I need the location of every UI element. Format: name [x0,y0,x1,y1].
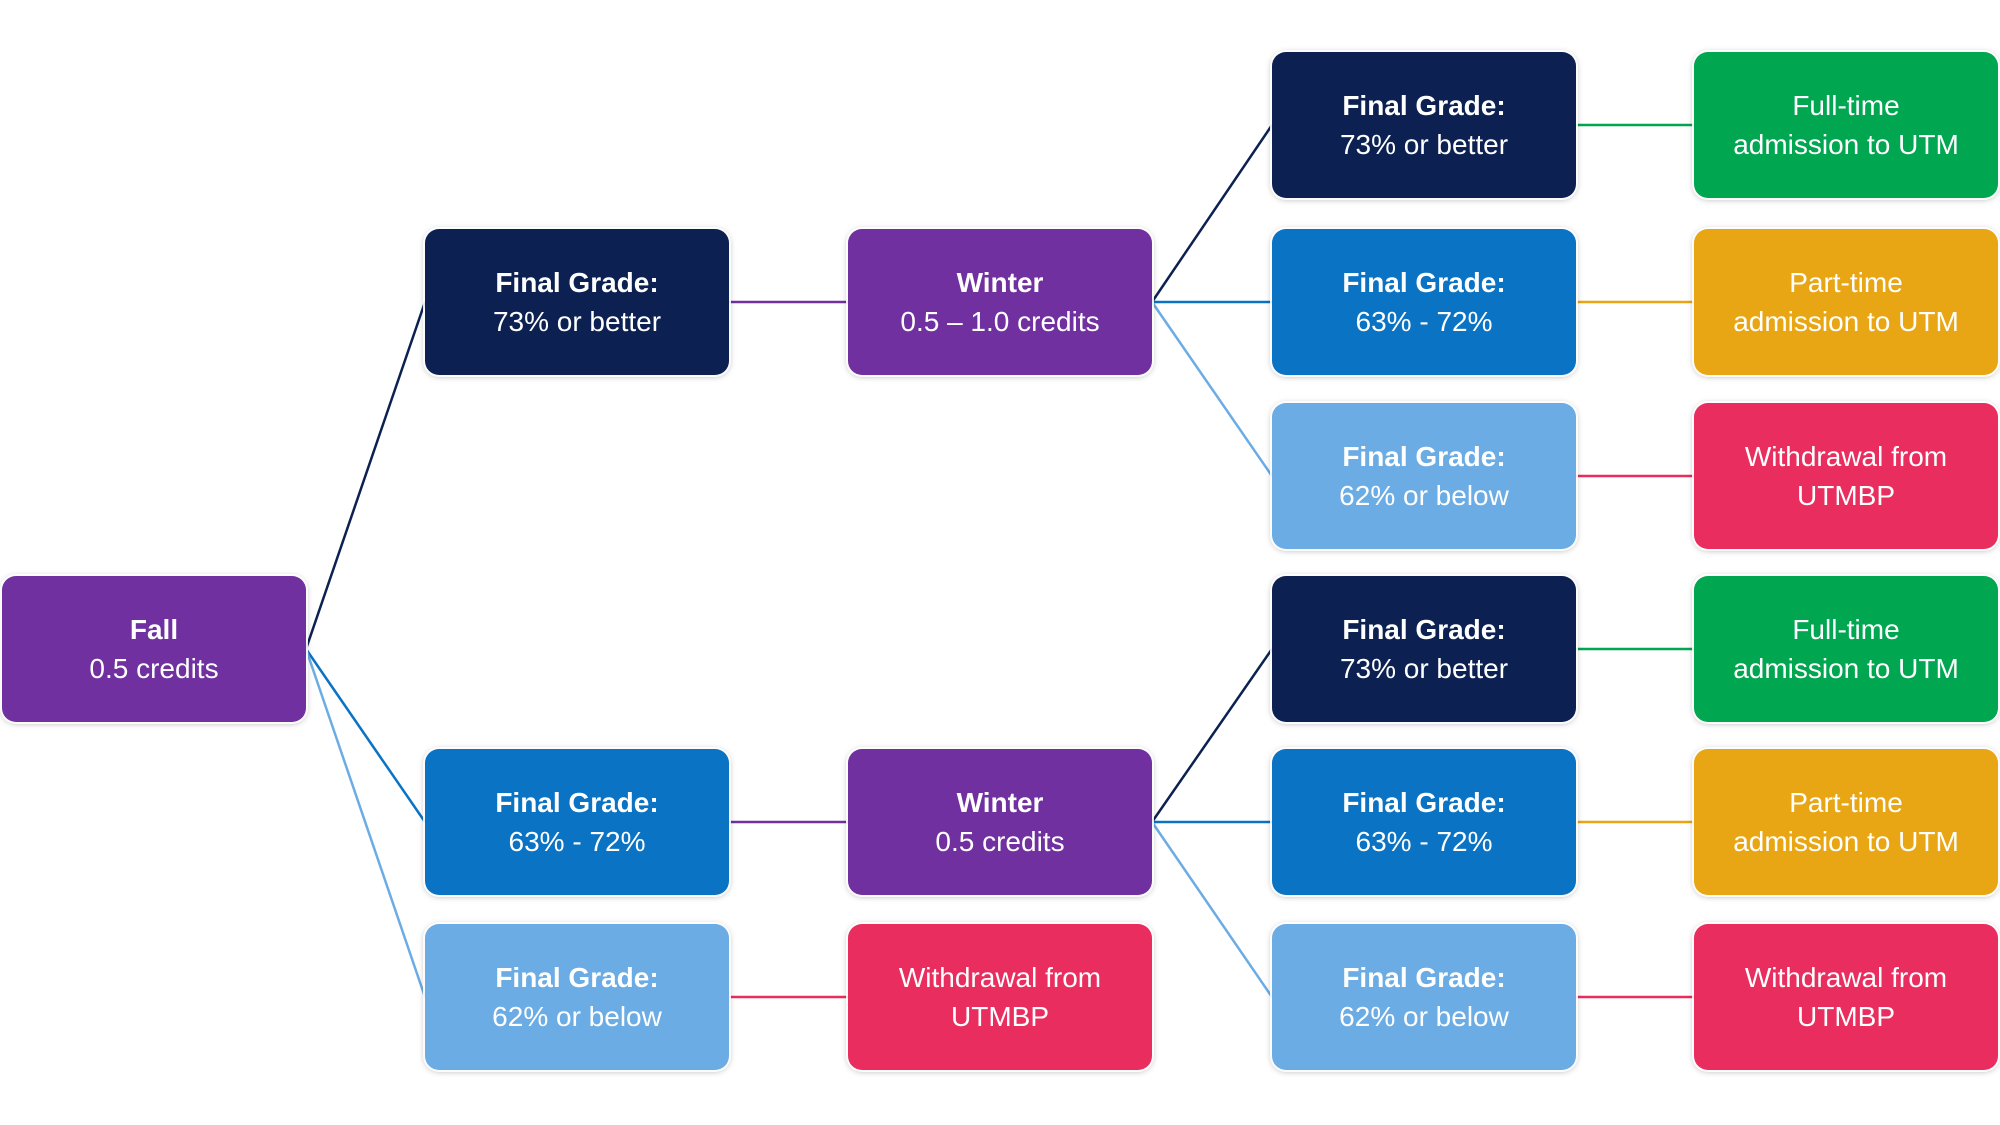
node-label: Winter [956,267,1044,298]
node-fall-grade-73: Final Grade: 73% or better [425,229,729,375]
node-fall-title: Fall [129,614,179,645]
node-winter-half-grade-63: Final Grade: 63% - 72% [1272,749,1576,895]
node-value: UTMBP [1797,1001,1895,1032]
edge-fall-to-grade73 [304,301,427,650]
edge-fall-to-grade63 [304,648,427,823]
node-winter-half-grade-62: Final Grade: 62% or below [1272,924,1576,1070]
node-label: Final Grade: [1342,267,1506,298]
node-label: Final Grade: [495,267,659,298]
node-value: 73% or better [1339,653,1509,684]
node-label: Final Grade: [1342,614,1506,645]
node-winter-full: Winter 0.5 – 1.0 credits [848,229,1152,375]
node-value: 63% - 72% [1355,306,1493,337]
node-label: Part-time [1789,267,1903,298]
node-label: Final Grade: [1342,90,1506,121]
node-value: 63% - 72% [508,826,646,857]
edge-winterhalf-to-grade73 [1150,648,1274,823]
edge-winterhalf-to-grade62 [1150,821,1274,998]
node-fall-grade-63: Final Grade: 63% - 72% [425,749,729,895]
node-label: Full-time [1792,90,1900,121]
node-value: admission to UTM [1733,826,1959,857]
edge-winterfull-to-grade73 [1150,124,1274,303]
edge-fall-to-grade62 [304,648,427,998]
node-value: 62% or below [492,1001,662,1032]
node-fall: Fall 0.5 credits [2,576,306,722]
node-winter-full-grade-73: Final Grade: 73% or better [1272,52,1576,198]
node-value: 63% - 72% [1355,826,1493,857]
node-label: Final Grade: [495,962,659,993]
node-label: Full-time [1792,614,1900,645]
node-fall-grade-62: Final Grade: 62% or below [425,924,729,1070]
node-fulltime-admission-mid: Full-time admission to UTM [1694,576,1998,722]
node-value: UTMBP [951,1001,1049,1032]
node-withdrawal-top: Withdrawal from UTMBP [1694,403,1998,549]
node-value: admission to UTM [1733,306,1959,337]
node-label: Part-time [1789,787,1903,818]
node-label: Final Grade: [1342,787,1506,818]
node-label: Final Grade: [1342,441,1506,472]
node-winter-full-grade-63: Final Grade: 63% - 72% [1272,229,1576,375]
node-value: 73% or better [1339,129,1509,160]
node-value: UTMBP [1797,480,1895,511]
node-withdrawal-mid: Withdrawal from UTMBP [1694,924,1998,1070]
node-label: Withdrawal from [898,962,1102,993]
node-value: 62% or below [1339,1001,1509,1032]
edge-winterfull-to-grade62 [1150,301,1274,477]
node-label: Final Grade: [495,787,659,818]
node-label: Final Grade: [1342,962,1506,993]
node-value: 73% or better [492,306,662,337]
node-value: admission to UTM [1733,653,1959,684]
node-label: Withdrawal from [1744,441,1948,472]
node-label: Withdrawal from [1744,962,1948,993]
node-parttime-admission-mid: Part-time admission to UTM [1694,749,1998,895]
node-fall-subtitle: 0.5 credits [89,653,219,684]
node-winter-half-grade-73: Final Grade: 73% or better [1272,576,1576,722]
node-fulltime-admission-top: Full-time admission to UTM [1694,52,1998,198]
node-withdrawal-after-fall: Withdrawal from UTMBP [848,924,1152,1070]
node-value: admission to UTM [1733,129,1959,160]
node-winter-half: Winter 0.5 credits [848,749,1152,895]
node-label: Winter [956,787,1044,818]
node-winter-full-grade-62: Final Grade: 62% or below [1272,403,1576,549]
node-value: 0.5 – 1.0 credits [900,306,1100,337]
node-value: 62% or below [1339,480,1509,511]
node-parttime-admission-top: Part-time admission to UTM [1694,229,1998,375]
node-value: 0.5 credits [935,826,1065,857]
